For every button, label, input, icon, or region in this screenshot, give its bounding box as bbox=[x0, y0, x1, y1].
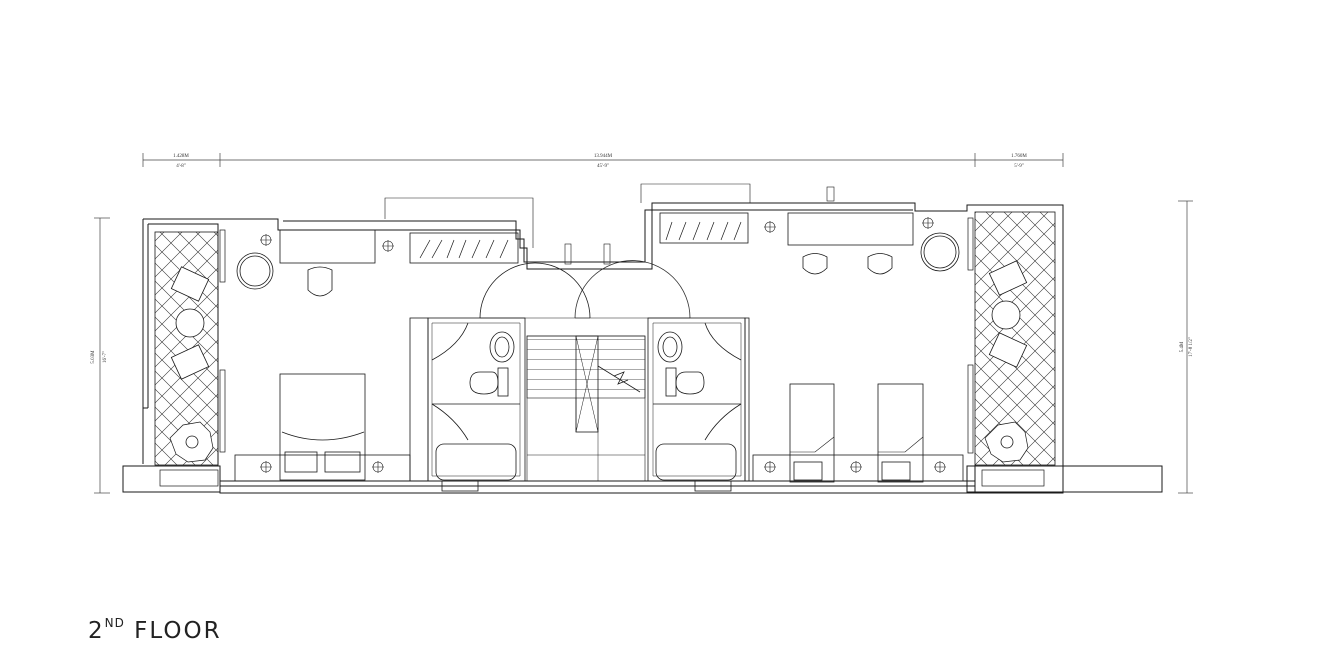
floor-label: FLOOR bbox=[134, 618, 222, 644]
dim-top-right-metric: 1.760M bbox=[1011, 154, 1027, 159]
dim-top-right-imperial: 5'-9" bbox=[1014, 164, 1024, 169]
dim-top-left-metric: 1.428M bbox=[173, 154, 189, 159]
left-balcony-furniture bbox=[169, 266, 214, 463]
right-bathroom bbox=[647, 317, 750, 492]
dim-top-center-imperial: 45'-9" bbox=[597, 164, 609, 169]
dim-right-imperial: 17'-8 1/2" bbox=[1189, 337, 1194, 357]
dim-right-metric: 5.4M bbox=[1180, 341, 1185, 352]
dimension-top bbox=[142, 153, 1064, 167]
left-bathroom bbox=[409, 317, 526, 492]
floor-number: 2 bbox=[88, 618, 105, 644]
dim-top-left-imperial: 4'-8" bbox=[176, 164, 186, 169]
floor-caption: 2ND FLOOR bbox=[88, 616, 222, 644]
left-bedroom bbox=[234, 229, 519, 482]
right-bedroom bbox=[659, 212, 964, 483]
dimension-right bbox=[1178, 200, 1193, 494]
dimension-left bbox=[94, 217, 110, 494]
left-bedroom-fixtures bbox=[260, 234, 394, 473]
stair-hall bbox=[479, 260, 691, 482]
right-bedroom-fixtures bbox=[764, 217, 946, 473]
dim-left-metric: 5.03M bbox=[91, 350, 96, 364]
dim-left-imperial: 16'-7" bbox=[103, 351, 108, 363]
dim-top-center-metric: 13.944M bbox=[594, 154, 613, 159]
floor-ordinal-suffix: ND bbox=[104, 616, 125, 631]
right-balcony-furniture bbox=[984, 260, 1029, 463]
balcony-doors bbox=[159, 217, 1045, 487]
roof-outline bbox=[384, 183, 835, 265]
